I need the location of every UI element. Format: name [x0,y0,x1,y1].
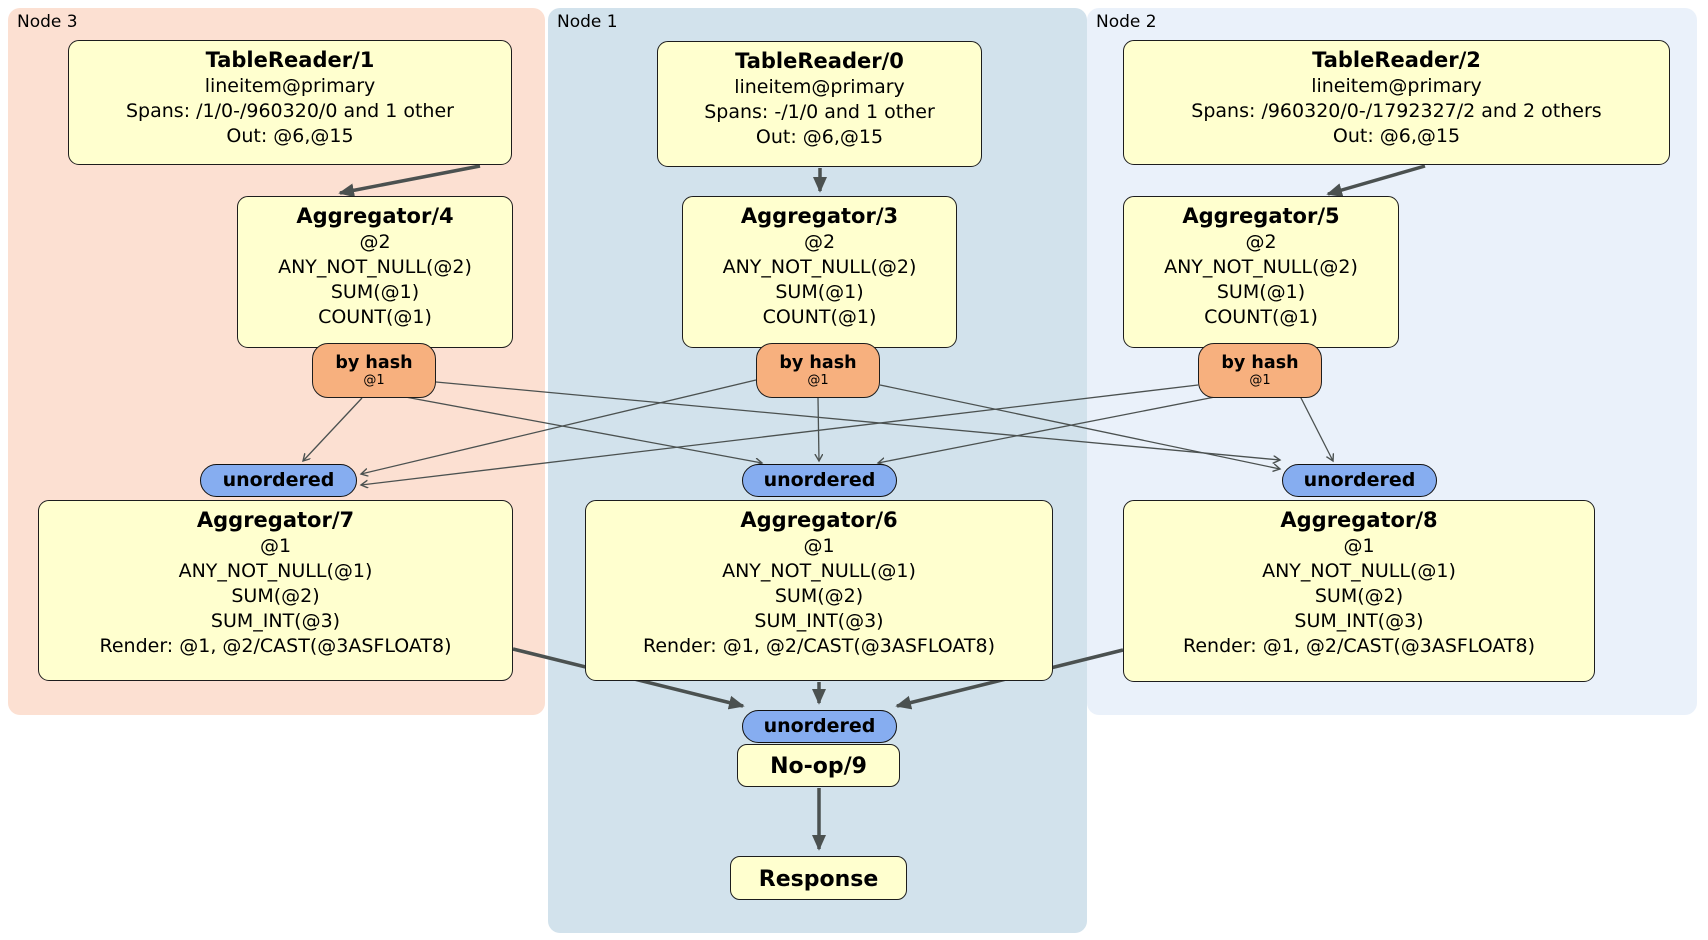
router-by-hash-3: by hash @1 [756,343,880,398]
operator-agg-line: SUM(@1) [1216,281,1306,303]
operator-agg-line: SUM_INT(@3) [210,610,341,632]
operator-render-line: Render: @1, @2/CAST(@3ASFLOAT8) [1183,635,1535,657]
router-label: by hash [335,352,413,373]
operator-agg-line: SUM(@1) [775,281,864,303]
operator-agg-line: ANY_NOT_NULL(@1) [722,560,916,582]
edge-hash4-un6 [399,395,762,463]
edge-tr2-agg5 [1326,164,1426,197]
operator-render-line: Render: @1, @2/CAST(@3ASFLOAT8) [643,635,995,657]
response-node: Response [730,856,907,900]
operator-group-line: @1 [259,535,292,557]
operator-title: Aggregator/7 [196,508,355,532]
edge-hash5-un7 [361,384,1199,485]
operator-group-line: @2 [1245,231,1277,253]
router-label: by hash [1221,352,1299,373]
noop-9-node: No-op/9 [737,744,900,787]
aggregator-6-node: Aggregator/6 @1 ANY_NOT_NULL(@1) SUM(@2)… [585,500,1053,681]
node3-label: Node 3 [17,12,78,32]
operator-title: No-op/9 [770,754,867,779]
edge-hash3-un6 [818,397,819,461]
router-by-hash-5: by hash @1 [1198,343,1322,398]
aggregator-7-node: Aggregator/7 @1 ANY_NOT_NULL(@1) SUM(@2)… [38,500,513,681]
tablereader-1-node: TableReader/1 lineitem@primary Spans: /1… [68,40,512,165]
operator-agg-line: COUNT(@1) [318,306,432,328]
operator-agg-line: SUM_INT(@3) [754,610,884,632]
edge-hash4-un8 [435,381,1280,460]
operator-agg-line: SUM(@2) [774,585,864,607]
router-detail: @1 [1249,372,1271,388]
operator-title: TableReader/1 [205,48,375,72]
operator-out-line: Out: @6,@15 [755,126,884,148]
operator-agg-line: ANY_NOT_NULL(@2) [1164,256,1358,278]
aggregator-5-node: Aggregator/5 @2 ANY_NOT_NULL(@2) SUM(@1)… [1123,196,1399,348]
aggregator-4-node: Aggregator/4 @2 ANY_NOT_NULL(@2) SUM(@1)… [237,196,513,348]
operator-agg-line: SUM(@1) [330,281,420,303]
operator-out-line: Out: @6,@15 [226,125,354,147]
operator-title: Response [758,866,879,892]
stream-unordered-right: unordered [1282,464,1437,497]
operator-spans-line: Spans: /1/0-/960320/0 and 1 other [126,100,454,122]
operator-agg-line: ANY_NOT_NULL(@1) [178,560,373,582]
aggregator-8-node: Aggregator/8 @1 ANY_NOT_NULL(@1) SUM(@2)… [1123,500,1595,682]
operator-agg-line: SUM(@2) [1314,585,1404,607]
operator-agg-line: SUM(@2) [231,585,320,607]
operator-title: TableReader/2 [1312,48,1481,72]
edge-hash3-un8 [879,384,1280,469]
operator-group-line: @1 [803,535,835,557]
edge-hash5-un8 [1299,395,1333,461]
operator-agg-line: ANY_NOT_NULL(@1) [1262,560,1456,582]
stream-unordered-left: unordered [200,464,357,497]
router-label: by hash [779,352,857,373]
operator-title: Aggregator/4 [296,204,454,228]
tablereader-2-node: TableReader/2 lineitem@primary Spans: /9… [1123,40,1670,165]
operator-index-line: lineitem@primary [204,75,376,97]
operator-group-line: @1 [1343,535,1375,557]
operator-spans-line: Spans: -/1/0 and 1 other [704,101,935,123]
operator-agg-line: ANY_NOT_NULL(@2) [722,256,917,278]
operator-title: TableReader/0 [735,49,904,73]
operator-group-line: @2 [803,231,836,253]
edge-hash5-un6 [878,395,1221,463]
operator-title: Aggregator/5 [1182,204,1340,228]
node2-label: Node 2 [1096,12,1157,32]
router-by-hash-4: by hash @1 [312,343,436,398]
stream-unordered-final: unordered [742,710,897,743]
node1-label: Node 1 [557,12,618,32]
tablereader-0-node: TableReader/0 lineitem@primary Spans: -/… [657,41,982,167]
operator-agg-line: COUNT(@1) [1204,306,1318,328]
operator-spans-line: Spans: /960320/0-/1792327/2 and 2 others [1191,100,1602,122]
edge-hash3-un7 [361,379,757,474]
router-detail: @1 [807,372,829,388]
aggregator-3-node: Aggregator/3 @2 ANY_NOT_NULL(@2) SUM(@1)… [682,196,957,348]
operator-title: Aggregator/8 [1280,508,1438,532]
operator-index-line: lineitem@primary [1311,75,1482,97]
operator-agg-line: ANY_NOT_NULL(@2) [278,256,472,278]
operator-render-line: Render: @1, @2/CAST(@3ASFLOAT8) [99,635,452,657]
stream-unordered-middle: unordered [742,464,897,497]
operator-agg-line: SUM_INT(@3) [1294,610,1424,632]
operator-index-line: lineitem@primary [734,76,905,98]
operator-title: Aggregator/3 [740,204,899,228]
operator-group-line: @2 [359,231,391,253]
operator-out-line: Out: @6,@15 [1332,125,1461,147]
operator-title: Aggregator/6 [740,508,898,532]
router-detail: @1 [363,372,385,388]
operator-agg-line: COUNT(@1) [762,306,877,328]
edge-hash4-un7 [303,397,363,461]
edge-tr1-agg4 [338,164,481,198]
